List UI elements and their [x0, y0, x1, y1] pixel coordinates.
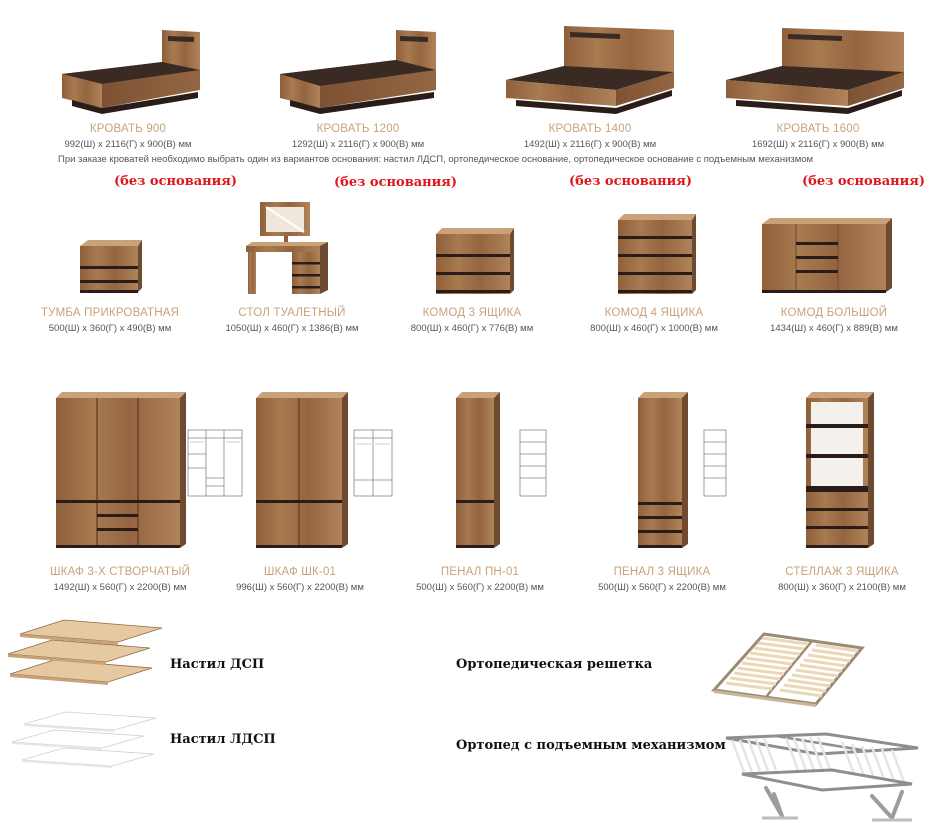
bed-1400-title: КРОВАТЬ 1400 — [548, 123, 632, 135]
commode-4-dims: 800(Ш) х 460(Г) х 1000(В) мм — [590, 323, 718, 334]
penal-3-drawers-image — [638, 392, 688, 548]
bed-1600-image — [726, 28, 904, 114]
dsp-label: Настил ДСП — [170, 657, 265, 672]
bed-1200-image — [280, 30, 436, 114]
orthopedic-grid-image — [711, 632, 865, 707]
nightstand-image — [80, 240, 142, 293]
bed-900-title: КРОВАТЬ 900 — [89, 123, 167, 135]
bed-900-image — [62, 30, 200, 114]
lift-mechanism-image — [725, 732, 919, 822]
dressing-table-title: СТОЛ ТУАЛЕТНЫЙ — [238, 307, 346, 319]
bed-1200-base-label: (без основания) — [334, 175, 458, 190]
rack-3-drawers-dims: 800(Ш) х 360(Г) х 2100(В) мм — [778, 582, 906, 593]
dressing-table-image — [246, 202, 328, 294]
bed-900-dims: 992(Ш) х 2116(Г) х 900(В) мм — [64, 139, 192, 150]
nightstand-dims: 500(Ш) х 360(Г) х 490(В) мм — [48, 323, 172, 334]
ldsp-boards-image — [11, 711, 157, 768]
bed-1200-title: КРОВАТЬ 1200 — [316, 123, 400, 135]
commode-3-title: КОМОД 3 ЯЩИКА — [422, 307, 522, 319]
commode-big-title: КОМОД БОЛЬШОЙ — [780, 307, 888, 319]
bed-1600-title: КРОВАТЬ 1600 — [776, 123, 860, 135]
rack-3-drawers-image — [806, 392, 874, 548]
commode-big-dims: 1434(Ш) х 460(Г) х 889(В) мм — [770, 323, 898, 334]
dressing-table-dims: 1050(Ш) х 460(Г) х 1386(В) мм — [225, 323, 359, 334]
lift-label: Ортопед с подъемным механизмом — [456, 738, 726, 753]
commode-4-image — [618, 214, 696, 294]
penal-pn01-dims: 500(Ш) х 560(Г) х 2200(В) мм — [416, 582, 544, 593]
penal-pn01-interior-image — [519, 429, 547, 497]
rack-3-drawers-title: СТЕЛЛАЖ 3 ЯЩИКА — [785, 566, 899, 578]
bed-1600-dims: 1692(Ш) х 2116(Г) х 900(В) мм — [751, 139, 885, 150]
wardrobe-shk01-image — [256, 392, 348, 548]
nightstand-title: ТУМБА ПРИКРОВАТНАЯ — [40, 307, 180, 319]
penal-pn01-title: ПЕНАЛ ПН-01 — [440, 566, 520, 578]
wardrobe-3-door-image — [56, 392, 186, 548]
commode-big-image — [762, 218, 892, 293]
commode-3-image — [436, 228, 514, 294]
bed-1400-image — [506, 26, 674, 114]
penal-3-drawers-title: ПЕНАЛ 3 ЯЩИКА — [613, 566, 711, 578]
bed-1200-dims: 1292(Ш) х 2116(Г) х 900(В) мм — [291, 139, 425, 150]
wardrobe-3-door-dims: 1492(Ш) х 560(Г) х 2200(В) мм — [53, 582, 187, 593]
bed-1600-base-label: (без основания) — [802, 174, 926, 189]
wardrobe-shk01-interior-image — [353, 429, 393, 497]
bed-1400-base-label: (без основания) — [569, 174, 693, 189]
penal-3-drawers-dims: 500(Ш) х 560(Г) х 2200(В) мм — [598, 582, 726, 593]
commode-4-title: КОМОД 4 ЯЩИКА — [604, 307, 704, 319]
wardrobe-shk01-title: ШКАФ ШК-01 — [263, 566, 337, 578]
bed-1400-dims: 1492(Ш) х 2116(Г) х 900(В) мм — [523, 139, 657, 150]
ldsp-label: Настил ЛДСП — [170, 732, 276, 747]
dsp-boards-image — [7, 619, 163, 685]
ortho-label: Ортопедическая решетка — [456, 657, 653, 672]
bed-900-base-label: (без основания) — [114, 174, 238, 189]
wardrobe-3-door-title: ШКАФ 3-Х СТВОРЧАТЫЙ — [49, 566, 191, 578]
wardrobe-3-door-interior-image — [187, 429, 243, 497]
penal-pn01-image — [456, 392, 500, 548]
bed-base-note: При заказе кроватей необходимо выбрать о… — [58, 154, 814, 165]
commode-3-dims: 800(Ш) х 460(Г) х 776(В) мм — [410, 323, 534, 334]
wardrobe-shk01-dims: 996(Ш) х 560(Г) х 2200(В) мм — [236, 582, 364, 593]
penal-3-drawers-interior-image — [703, 429, 727, 497]
